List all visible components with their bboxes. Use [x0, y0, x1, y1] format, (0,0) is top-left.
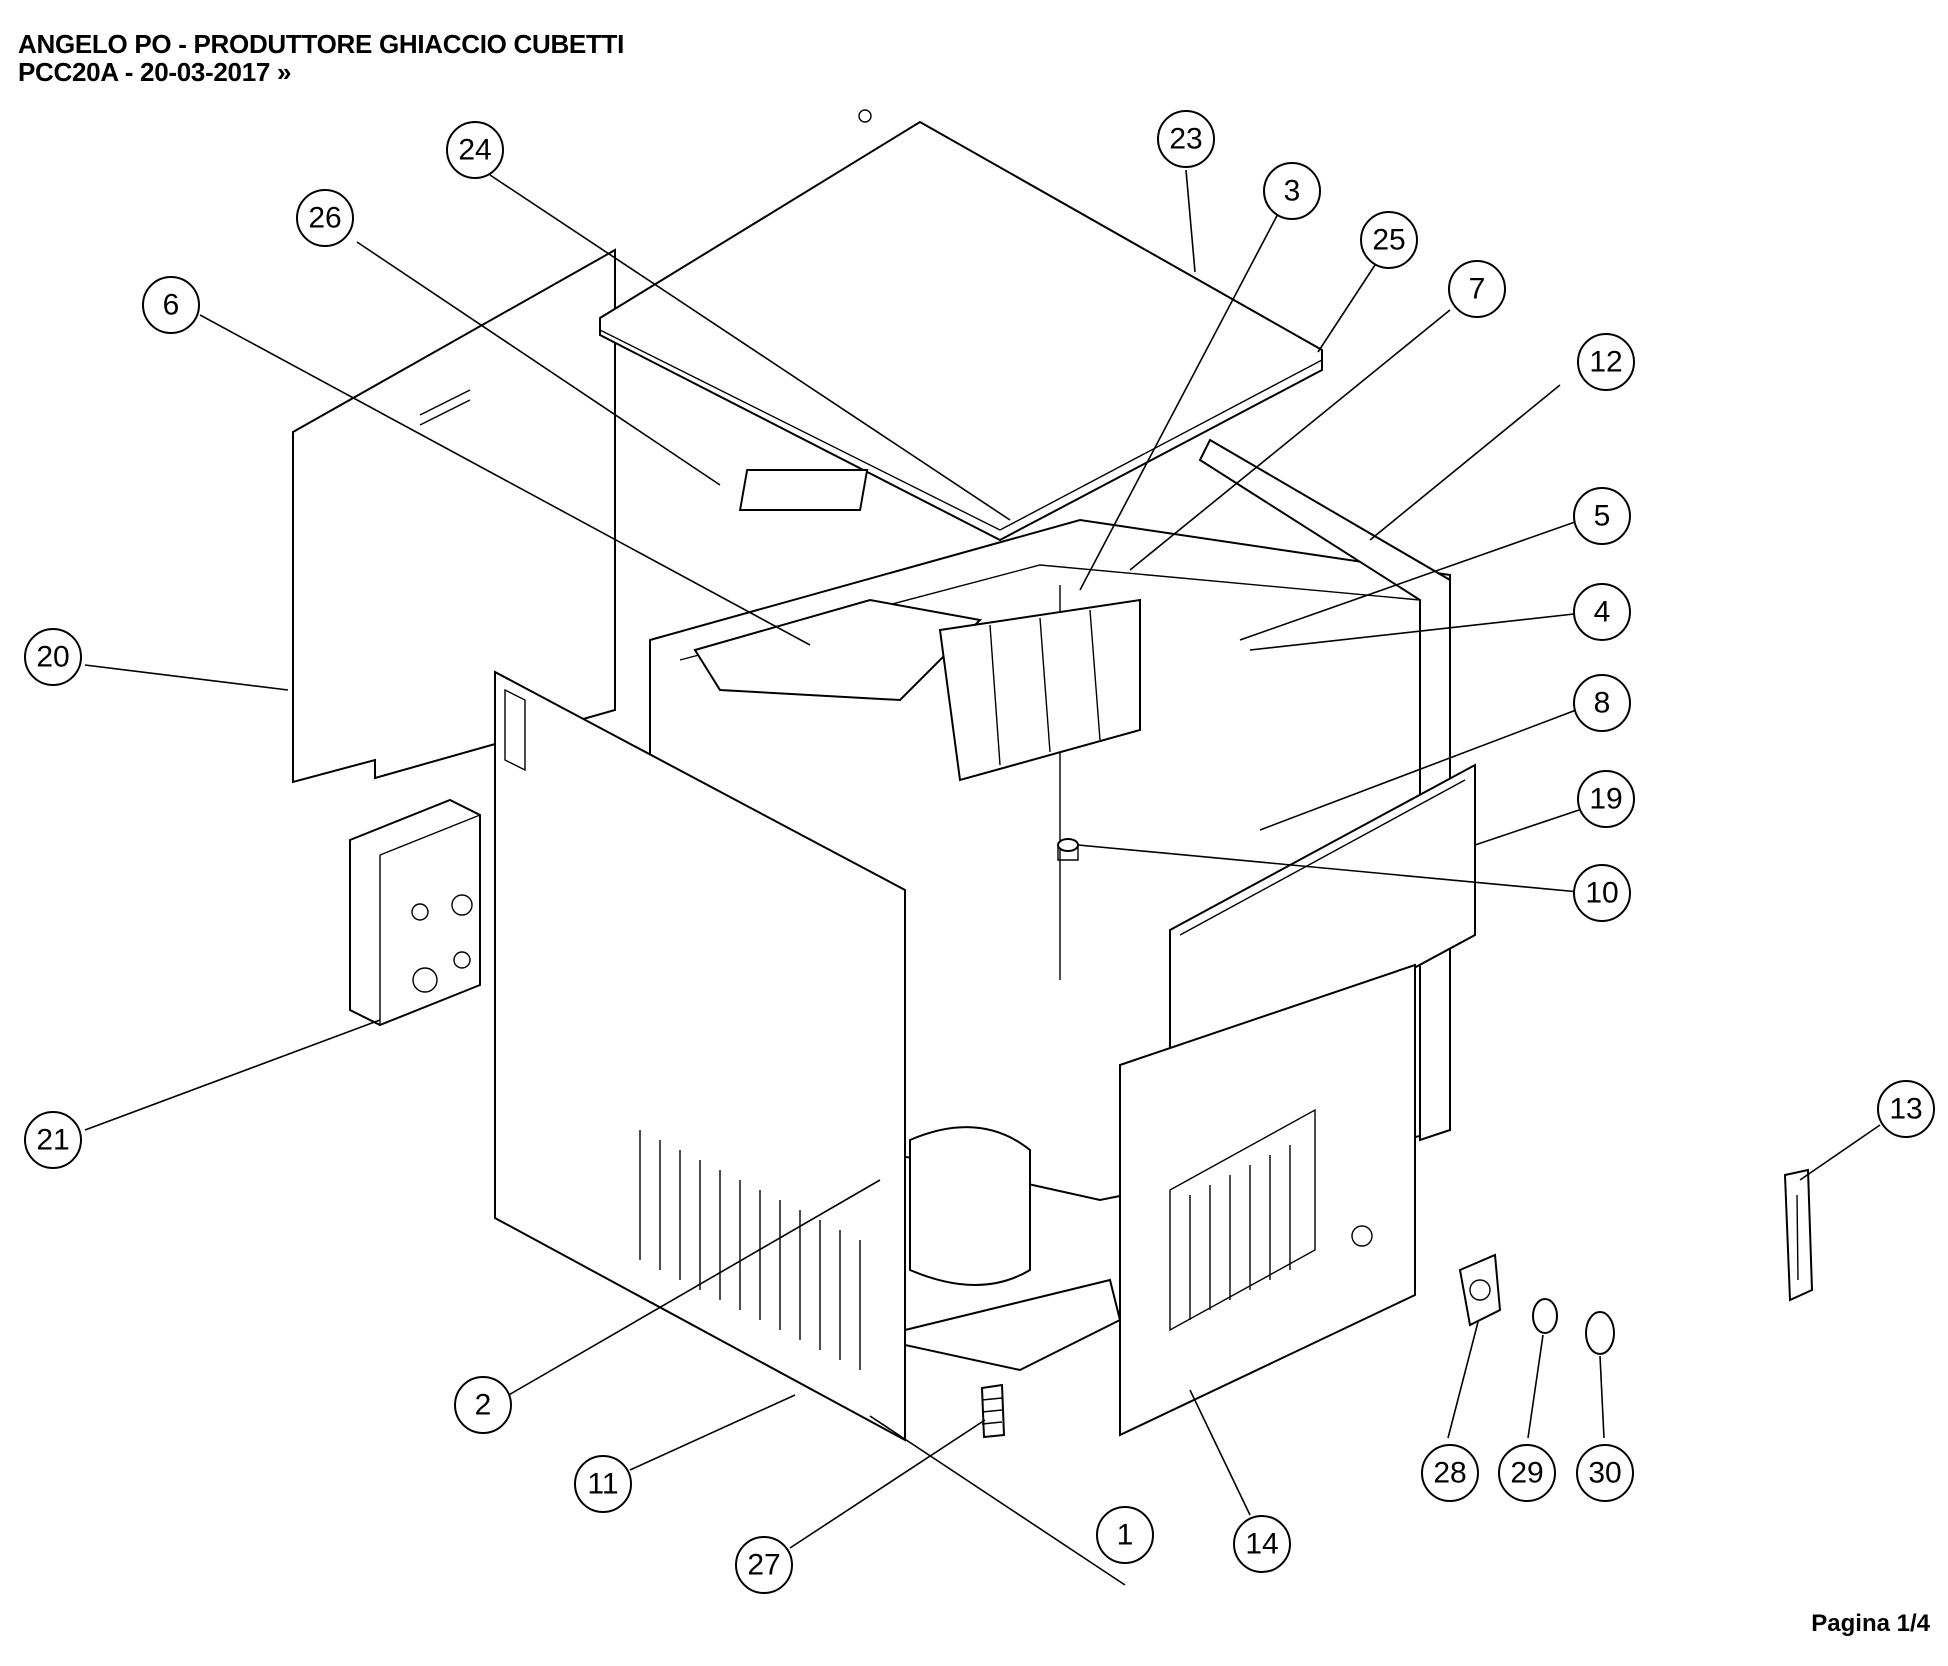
- callout-24: 24: [446, 121, 504, 179]
- rear-panel: [292, 248, 616, 784]
- svg-text:12: 12: [1589, 346, 1622, 379]
- svg-text:8: 8: [1594, 687, 1611, 720]
- svg-text:2: 2: [475, 1389, 492, 1422]
- page-number: Pagina 1/4: [1811, 1610, 1930, 1637]
- callout-5: 5: [1573, 487, 1631, 545]
- leader-lines: [84, 169, 1881, 1586]
- knob-cap: [1585, 1311, 1615, 1355]
- svg-text:27: 27: [747, 1549, 780, 1582]
- door-hinge: [1783, 1168, 1814, 1302]
- svg-text:13: 13: [1889, 1093, 1922, 1126]
- svg-text:23: 23: [1169, 123, 1202, 156]
- callout-20: 20: [24, 628, 82, 686]
- callout-2: 2: [454, 1376, 512, 1434]
- front-lower-panel: [1119, 963, 1416, 1437]
- svg-text:20: 20: [36, 641, 69, 674]
- callout-28: 28: [1421, 1444, 1479, 1502]
- front-door: [1169, 763, 1476, 1102]
- svg-text:21: 21: [36, 1124, 69, 1157]
- svg-text:5: 5: [1594, 500, 1611, 533]
- knob: [1532, 1298, 1558, 1334]
- svg-text:19: 19: [1589, 783, 1622, 816]
- callout-27: 27: [735, 1536, 793, 1594]
- evaporator: [693, 469, 983, 702]
- svg-text:14: 14: [1245, 1528, 1278, 1561]
- knob-plate: [1458, 1253, 1502, 1327]
- svg-text:29: 29: [1510, 1457, 1543, 1490]
- callout-7: 7: [1448, 260, 1506, 318]
- base-plate: [904, 1278, 1122, 1372]
- left-side-panel: [494, 670, 906, 1442]
- callout-13: 13: [1877, 1080, 1935, 1138]
- svg-text:24: 24: [458, 134, 491, 167]
- svg-text:3: 3: [1284, 175, 1301, 208]
- callout-23: 23: [1157, 110, 1215, 168]
- callout-21: 21: [24, 1111, 82, 1169]
- callout-11: 11: [574, 1455, 632, 1513]
- callout-12: 12: [1577, 333, 1635, 391]
- drain-fitting: [980, 1383, 1006, 1439]
- callout-1: 1: [1096, 1506, 1154, 1564]
- callout-25: 25: [1360, 211, 1418, 269]
- diagram-title: ANGELO PO - PRODUTTORE GHIACCIO CUBETTI: [18, 29, 625, 59]
- svg-text:28: 28: [1433, 1457, 1466, 1490]
- top-cover: [599, 109, 1323, 542]
- callout-6: 6: [142, 276, 200, 334]
- svg-text:6: 6: [163, 289, 180, 322]
- compressor: [909, 1126, 1031, 1286]
- water-curtain: [938, 598, 1141, 782]
- callout-26: 26: [296, 189, 354, 247]
- svg-text:26: 26: [308, 202, 341, 235]
- callout-19: 19: [1577, 770, 1635, 828]
- callout-8: 8: [1573, 674, 1631, 732]
- callout-14: 14: [1233, 1515, 1291, 1573]
- electrical-box: [349, 798, 481, 1027]
- svg-text:11: 11: [587, 1468, 618, 1501]
- right-side-panel: [1198, 438, 1451, 1142]
- callout-29: 29: [1498, 1444, 1556, 1502]
- svg-text:7: 7: [1469, 273, 1486, 306]
- svg-text:10: 10: [1585, 877, 1618, 910]
- svg-text:1: 1: [1117, 1519, 1134, 1552]
- diagram-subtitle: PCC20A - 20-03-2017 »: [18, 57, 292, 87]
- callout-10: 10: [1573, 864, 1631, 922]
- svg-text:25: 25: [1372, 224, 1405, 257]
- callout-3: 3: [1263, 162, 1321, 220]
- callout-30: 30: [1576, 1444, 1634, 1502]
- svg-text:30: 30: [1588, 1457, 1621, 1490]
- svg-text:4: 4: [1594, 596, 1611, 629]
- callout-4: 4: [1573, 583, 1631, 641]
- callout-balloons: 1 2 3 4 5 6 7 8 10 11 12 13 14 19 20 21 …: [24, 110, 1935, 1594]
